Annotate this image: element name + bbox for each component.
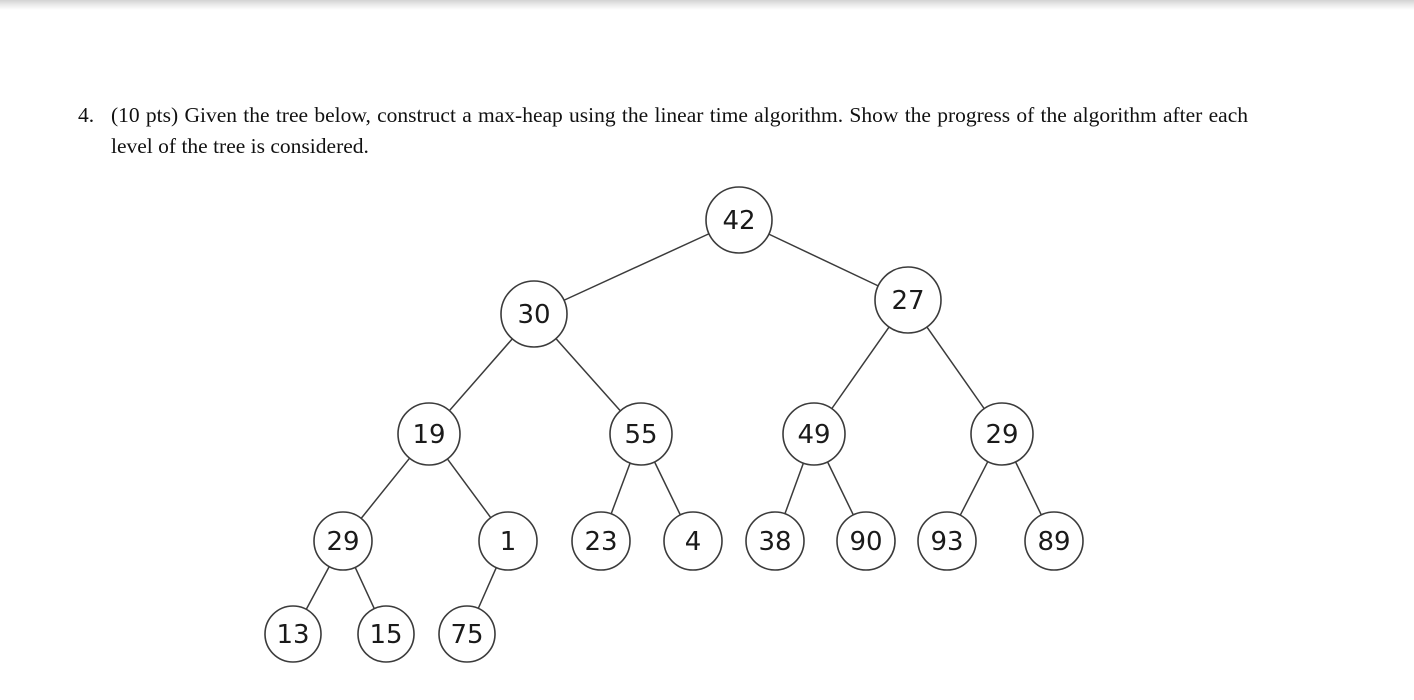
tree-node-label: 30 <box>517 300 550 330</box>
tree-node: 75 <box>438 605 496 663</box>
tree-node: 90 <box>836 511 896 571</box>
tree-node-label: 1 <box>500 527 517 557</box>
tree-node-label: 27 <box>891 286 924 316</box>
tree-edge <box>448 338 513 412</box>
tree-node-label: 75 <box>450 620 483 650</box>
tree-node-circle <box>874 266 942 334</box>
tree-edge <box>826 461 854 516</box>
tree-edge <box>926 326 985 410</box>
tree-edge <box>305 566 330 610</box>
tree-node: 15 <box>357 605 415 663</box>
tree-node-label: 4 <box>685 527 702 557</box>
tree-node-label: 42 <box>722 206 755 236</box>
tree-node: 29 <box>313 511 373 571</box>
tree-node-label: 89 <box>1037 527 1070 557</box>
tree-node-circle <box>397 402 461 466</box>
tree-edge <box>784 462 805 515</box>
tree-nodes-group: 42 30 27 19 55 49 29 29 1 23 4 38 90 93 89 13 15 75 <box>264 186 1084 663</box>
question-text: (10 pts) Given the tree below, construct… <box>111 103 1248 158</box>
tree-node-circle <box>500 280 568 348</box>
question-block: 4. (10 pts) Given the tree below, constr… <box>78 100 1248 162</box>
tree-node: 23 <box>571 511 631 571</box>
tree-node-label: 19 <box>412 420 445 450</box>
page-top-shadow <box>0 0 1414 10</box>
tree-node: 13 <box>264 605 322 663</box>
tree-edge <box>768 233 879 287</box>
tree-edge <box>653 461 681 516</box>
tree-edges-group <box>305 233 1042 610</box>
tree-edge <box>354 567 375 609</box>
tree-node-circle <box>571 511 631 571</box>
tree-node-circle <box>917 511 977 571</box>
tree-edge <box>959 461 989 516</box>
tree-node-circle <box>836 511 896 571</box>
tree-edge <box>1014 461 1042 516</box>
tree-node-label: 49 <box>797 420 830 450</box>
tree-node: 19 <box>397 402 461 466</box>
tree-node-circle <box>313 511 373 571</box>
tree-edge <box>563 233 710 301</box>
tree-node-label: 38 <box>758 527 791 557</box>
tree-node: 1 <box>478 511 538 571</box>
tree-node: 4 <box>663 511 723 571</box>
tree-node: 30 <box>500 280 568 348</box>
tree-node-circle <box>705 186 773 254</box>
tree-node: 93 <box>917 511 977 571</box>
tree-node-circle <box>609 402 673 466</box>
tree-edge <box>610 462 631 515</box>
tree-node-label: 23 <box>584 527 617 557</box>
tree-node: 29 <box>970 402 1034 466</box>
tree-node: 55 <box>609 402 673 466</box>
tree-node-circle <box>478 511 538 571</box>
tree-node-label: 13 <box>276 620 309 650</box>
tree-edge <box>446 458 492 519</box>
tree-node-circle <box>357 605 415 663</box>
tree-node: 38 <box>745 511 805 571</box>
tree-node-circle <box>663 511 723 571</box>
tree-edge <box>831 326 890 410</box>
tree-node-circle <box>264 605 322 663</box>
tree-node-label: 29 <box>326 527 359 557</box>
tree-edge <box>477 567 497 609</box>
tree-node: 42 <box>705 186 773 254</box>
tree-node-label: 93 <box>930 527 963 557</box>
tree-node-circle <box>782 402 846 466</box>
tree-node: 89 <box>1024 511 1084 571</box>
tree-node-label: 55 <box>624 420 657 450</box>
tree-node: 27 <box>874 266 942 334</box>
tree-edge <box>555 338 621 412</box>
tree-node: 49 <box>782 402 846 466</box>
tree-node-circle <box>970 402 1034 466</box>
tree-node-circle <box>1024 511 1084 571</box>
tree-node-circle <box>745 511 805 571</box>
tree-node-label: 90 <box>849 527 882 557</box>
tree-edge <box>360 457 411 519</box>
tree-node-circle <box>438 605 496 663</box>
tree-node-label: 29 <box>985 420 1018 450</box>
tree-node-label: 15 <box>369 620 402 650</box>
question-number: 4. <box>78 103 95 127</box>
